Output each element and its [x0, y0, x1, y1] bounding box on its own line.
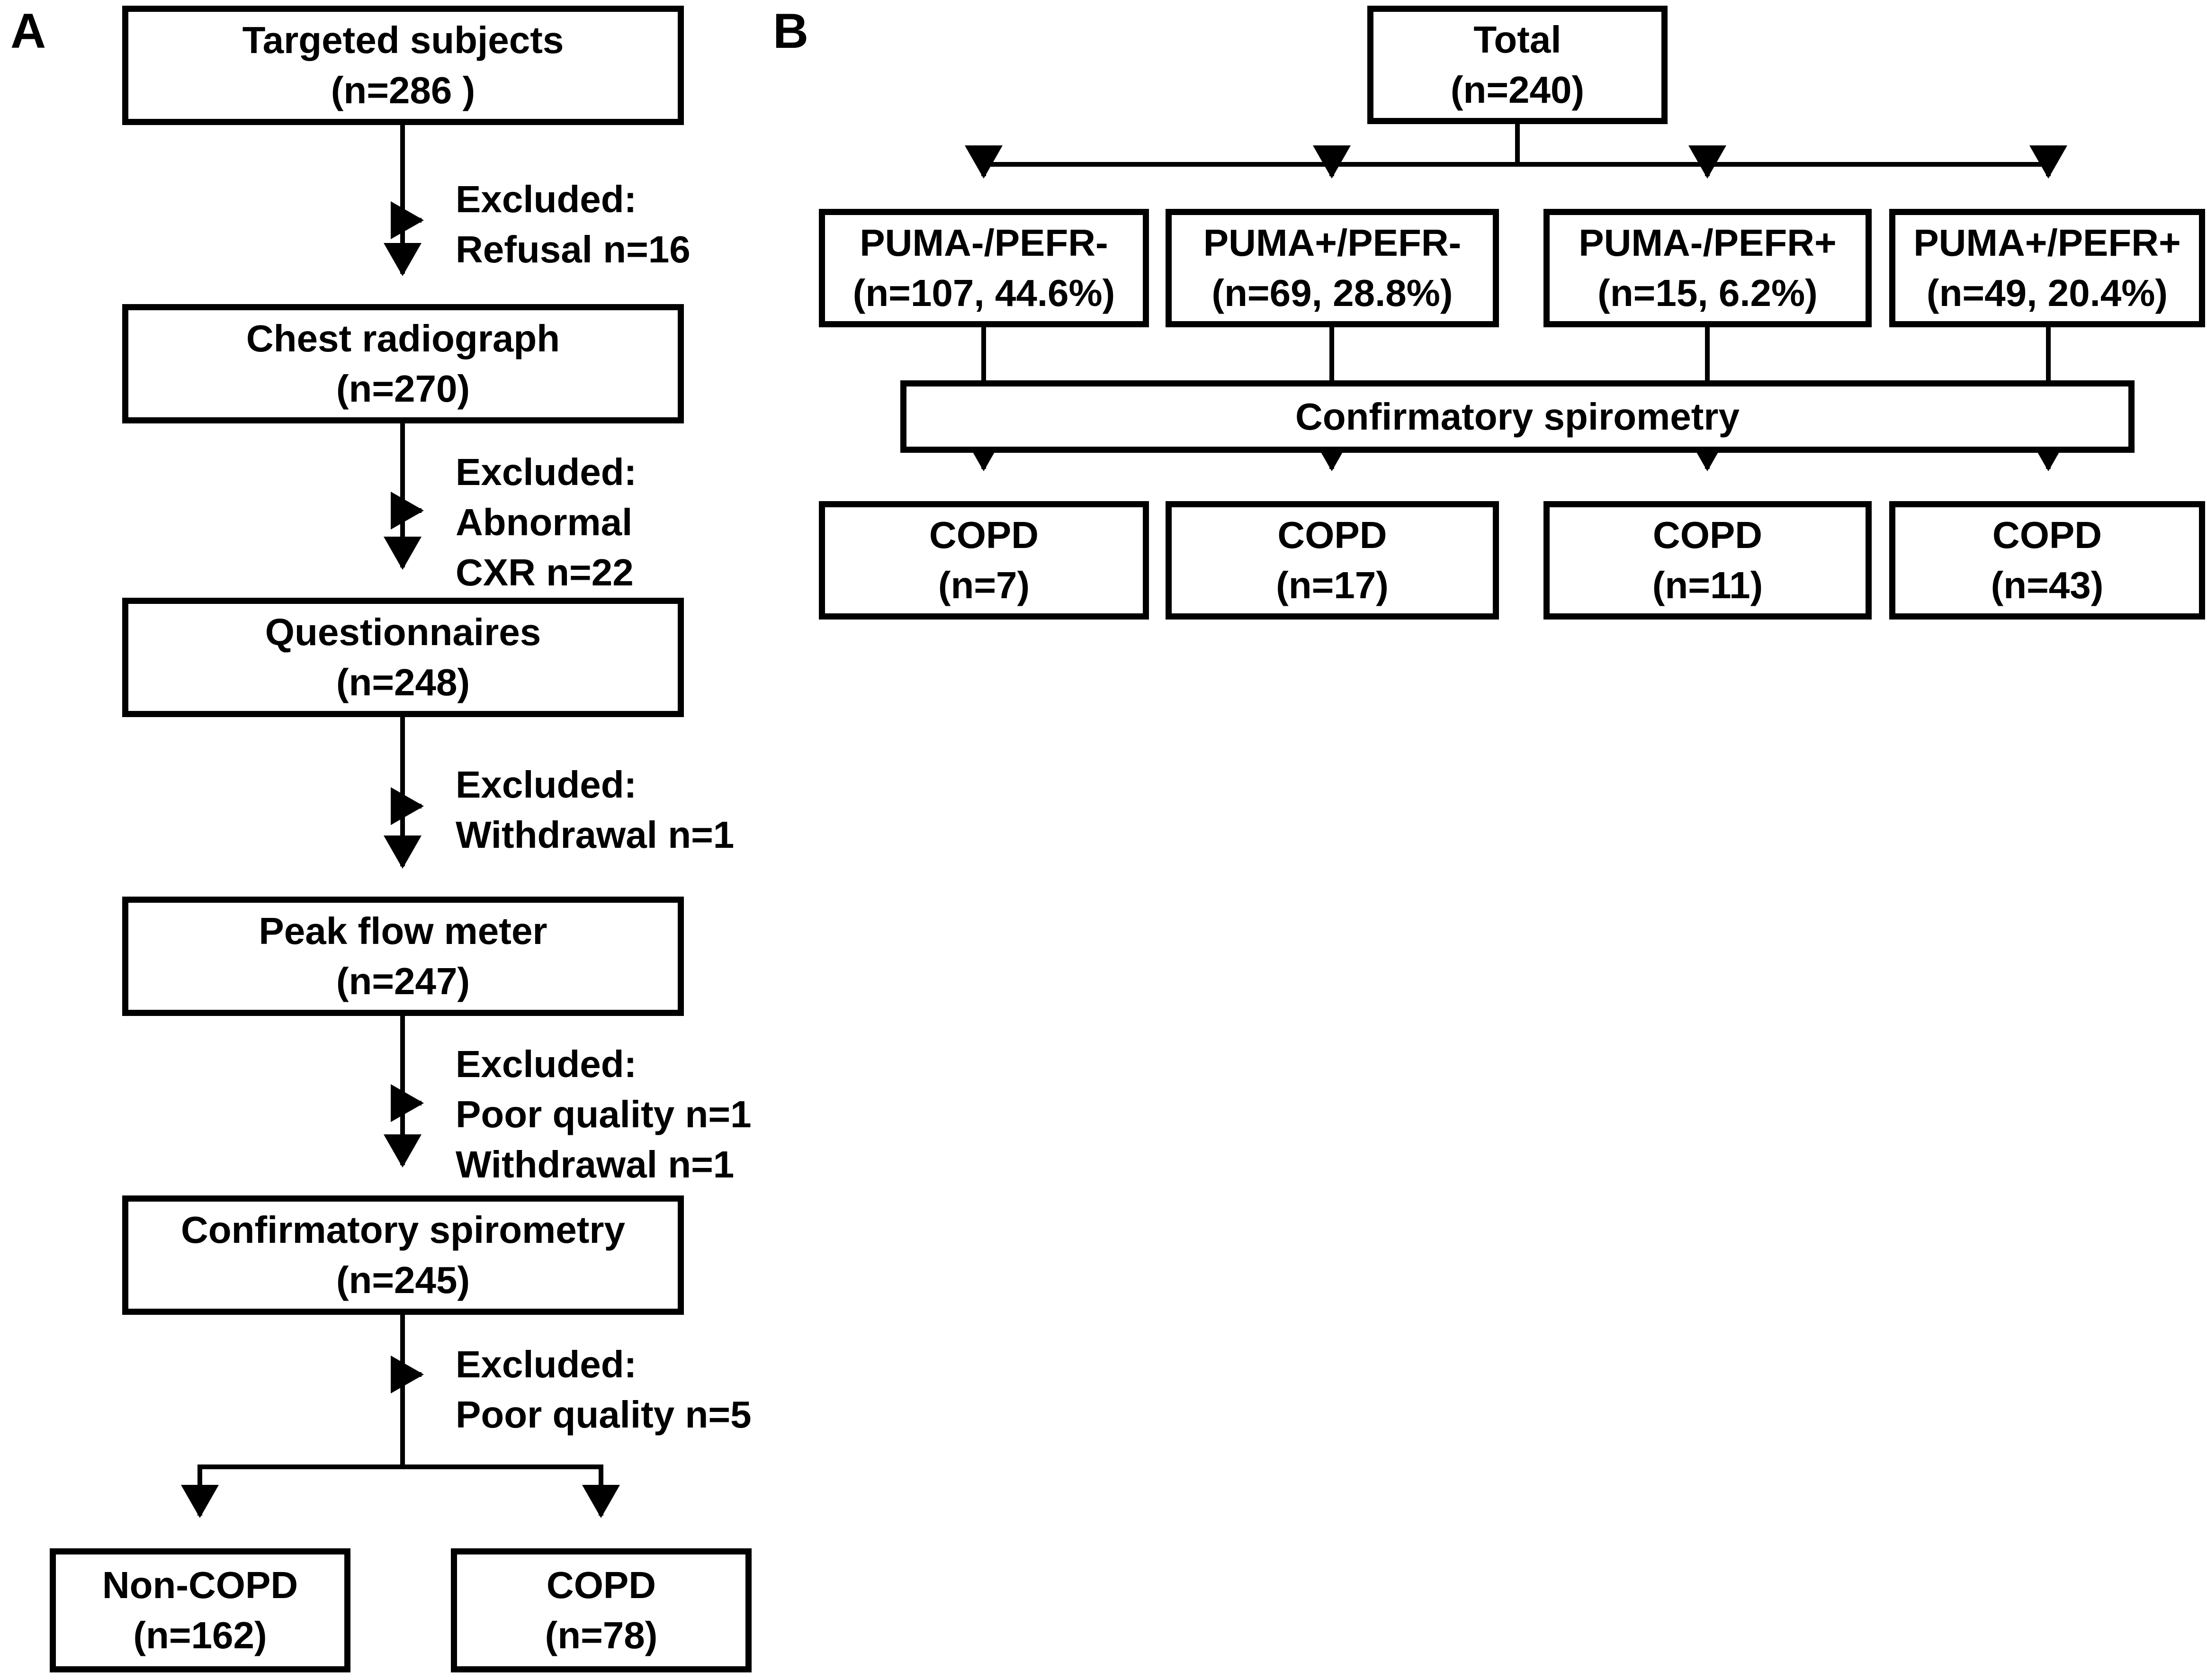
box-line: Questionnaires	[265, 611, 541, 653]
box-line: COPD	[1992, 514, 2102, 556]
excluded-line: Excluded:	[456, 764, 637, 806]
excluded-refusal-text: Excluded: Refusal n=16	[456, 174, 691, 275]
box-line: (n=69, 28.8%)	[1211, 272, 1453, 314]
excluded-line: Excluded:	[456, 1343, 637, 1385]
excluded-line: Poor quality n=1	[456, 1093, 752, 1135]
box-line: (n=162)	[133, 1614, 267, 1656]
flow-box-targeted-subjects: Targeted subjects (n=286 )	[122, 6, 684, 125]
flow-box-confirmatory-spirometry: Confirmatory spirometry (n=245)	[122, 1195, 684, 1315]
flow-box-peak-flow-meter: Peak flow meter (n=247)	[122, 897, 684, 1016]
box-line: PUMA+/PEFR+	[1913, 222, 2181, 264]
excluded-line: Excluded:	[456, 451, 637, 493]
box-line: COPD	[1652, 514, 1763, 556]
box-line: PUMA+/PEFR-	[1203, 222, 1462, 264]
box-line: Non-COPD	[102, 1564, 298, 1606]
box-line: (n=107, 44.6%)	[852, 272, 1115, 314]
box-line: (n=17)	[1276, 564, 1389, 606]
panel-a-connectors	[181, 124, 620, 1518]
flow-box-questionnaires: Questionnaires (n=248)	[122, 598, 684, 717]
panel-b-label: B	[773, 4, 809, 59]
excluded-line: Withdrawal n=1	[456, 1143, 735, 1186]
box-line: Targeted subjects	[242, 19, 564, 61]
box-line: (n=240)	[1450, 69, 1585, 111]
box-line: (n=248)	[336, 661, 470, 703]
excluded-poor-quality-text: Excluded: Poor quality n=5	[456, 1339, 752, 1440]
box-line: COPD	[1277, 514, 1387, 556]
flow-box-non-copd: Non-COPD (n=162)	[50, 1548, 350, 1672]
excluded-line: Abnormal	[456, 501, 633, 543]
box-line: Chest radiograph	[246, 317, 560, 359]
box-line: PUMA-/PEFR-	[860, 222, 1108, 264]
flow-box-total: Total (n=240)	[1367, 6, 1668, 124]
flow-box-puma-pos-pefr-pos: PUMA+/PEFR+ (n=49, 20.4%)	[1889, 209, 2205, 327]
box-line: PUMA-/PEFR+	[1579, 222, 1837, 264]
box-line: COPD	[546, 1564, 656, 1606]
excluded-poor-quality-withdrawal-text: Excluded: Poor quality n=1 Withdrawal n=…	[456, 1039, 752, 1190]
panel-a-label: A	[10, 4, 46, 59]
box-line: (n=43)	[1991, 564, 2104, 606]
flow-box-copd-outcome-1: COPD (n=7)	[819, 501, 1149, 620]
flow-box-copd-outcome-4: COPD (n=43)	[1889, 501, 2205, 620]
box-line: (n=15, 6.2%)	[1597, 272, 1818, 314]
panel-b-connectors	[965, 123, 2067, 471]
excluded-line: Refusal n=16	[456, 228, 691, 270]
box-line: (n=7)	[938, 564, 1030, 606]
box-line: (n=245)	[336, 1259, 470, 1301]
excluded-line: CXR n=22	[456, 551, 634, 593]
excluded-line: Excluded:	[456, 178, 637, 220]
flow-box-puma-neg-pefr-neg: PUMA-/PEFR- (n=107, 44.6%)	[819, 209, 1149, 327]
excluded-line: Withdrawal n=1	[456, 814, 735, 856]
flow-box-chest-radiograph: Chest radiograph (n=270)	[122, 304, 684, 423]
excluded-line: Excluded:	[456, 1043, 637, 1085]
box-line: (n=49, 20.4%)	[1926, 272, 2168, 314]
flow-box-puma-pos-pefr-neg: PUMA+/PEFR- (n=69, 28.8%)	[1166, 209, 1499, 327]
box-line: Total	[1473, 18, 1561, 61]
box-line: (n=247)	[336, 960, 470, 1002]
excluded-abnormal-cxr-text: Excluded: Abnormal CXR n=22	[456, 447, 637, 598]
box-line: (n=11)	[1652, 564, 1763, 606]
box-line: COPD	[929, 514, 1039, 556]
box-line: Confirmatory spirometry	[1295, 395, 1740, 438]
box-line: (n=78)	[545, 1614, 658, 1656]
box-line: Peak flow meter	[259, 910, 547, 952]
flow-box-puma-neg-pefr-pos: PUMA-/PEFR+ (n=15, 6.2%)	[1543, 209, 1872, 327]
box-line: (n=286 )	[331, 69, 475, 111]
box-line: (n=270)	[336, 368, 470, 410]
flow-box-copd-outcome-3: COPD (n=11)	[1543, 501, 1872, 620]
excluded-line: Poor quality n=5	[456, 1393, 752, 1436]
flow-bar-confirmatory-spirometry: Confirmatory spirometry	[900, 380, 2135, 453]
flow-box-copd-outcome-2: COPD (n=17)	[1166, 501, 1499, 620]
excluded-withdrawal-text: Excluded: Withdrawal n=1	[456, 760, 734, 860]
box-line: Confirmatory spirometry	[181, 1209, 625, 1251]
flow-box-copd: COPD (n=78)	[451, 1548, 752, 1672]
